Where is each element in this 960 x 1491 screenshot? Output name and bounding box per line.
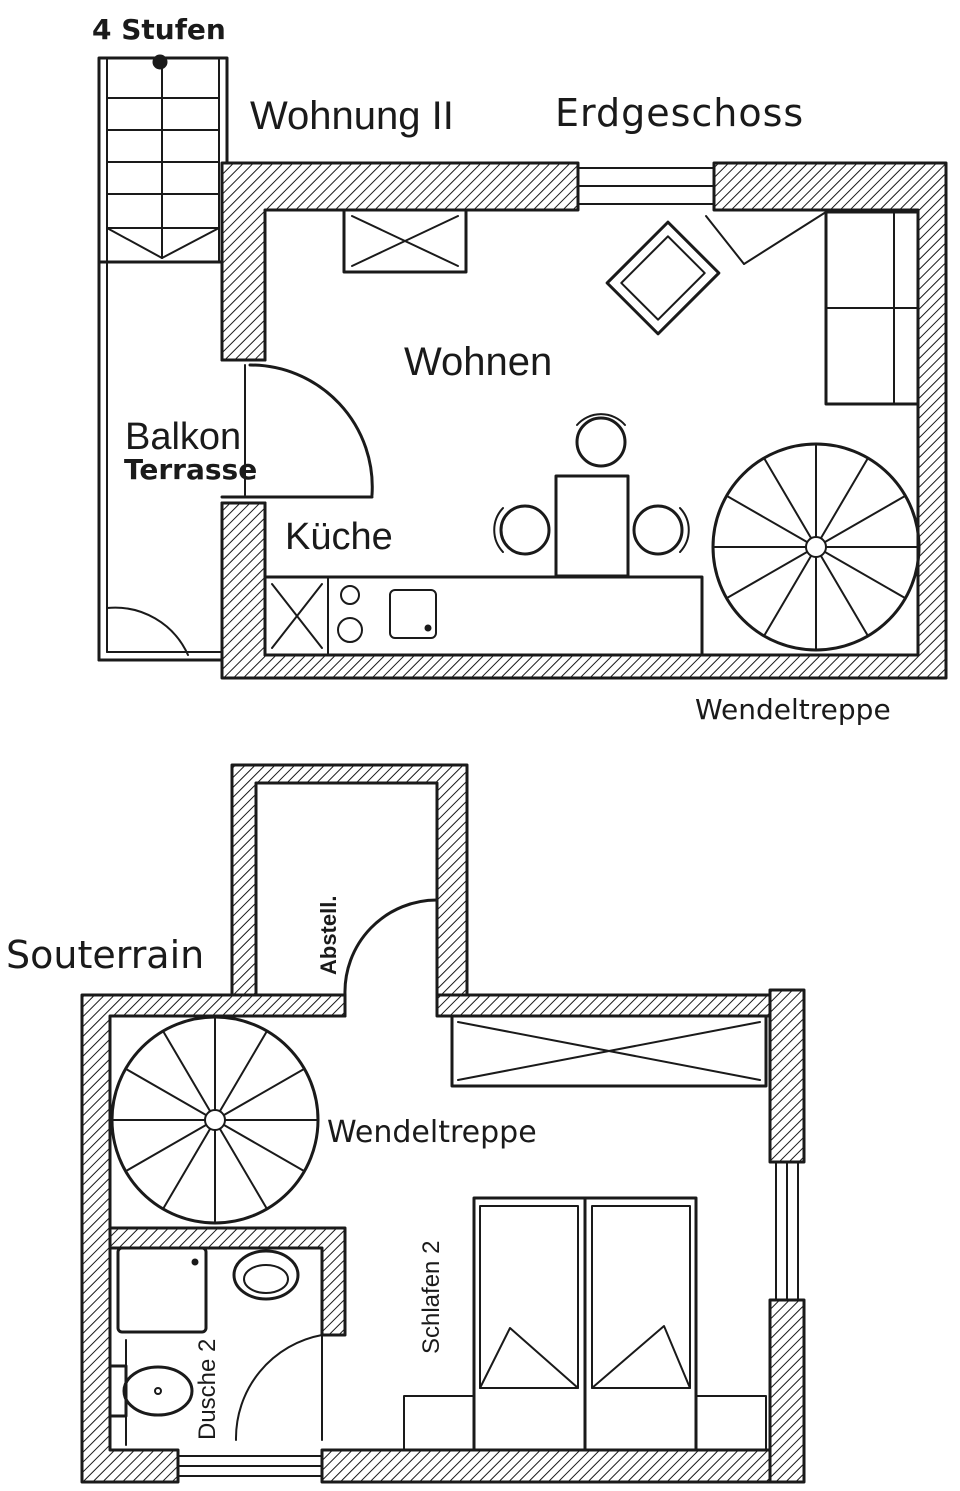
label-4-stufen: 4 Stufen [92,13,226,46]
exterior-stairs [97,54,229,264]
double-bed [403,1196,767,1452]
window-east [775,1161,799,1301]
walls-souterrain [80,763,806,1484]
label-erdgeschoss: Erdgeschoss [555,91,805,135]
window-north [577,167,715,205]
label-wohnung: Wohnung II [250,94,454,138]
label-wendeltreppe-eg: Wendeltreppe [695,693,891,726]
sideboard [342,208,468,274]
door-bathroom [234,1334,323,1441]
label-wohnen: Wohnen [404,340,553,384]
dining-table [493,413,690,578]
label-balkon: Balkon [125,416,242,458]
wardrobe [450,1014,768,1088]
balcony-outline [97,260,224,662]
shower [116,1246,208,1334]
label-abstell: Abstell. [316,895,341,975]
spiral-staircase-erdgeschoss [711,442,921,652]
label-kueche: Küche [285,516,393,558]
walls-erdgeschoss [220,161,948,680]
label-schlafen: Schlafen 2 [418,1240,445,1354]
sofa [824,210,920,406]
door-storage [343,898,439,1018]
label-souterrain: Souterrain [6,933,205,977]
label-terrasse: Terrasse [124,453,258,486]
label-dusche: Dusche 2 [194,1338,221,1440]
window-south [177,1455,323,1477]
label-wendeltreppe-ug: Wendeltreppe [327,1115,537,1150]
spiral-staircase-souterrain [110,1015,320,1225]
washbasin [232,1249,300,1301]
door-balcony [220,358,374,505]
armchair [605,220,721,336]
kitchen-counter [263,575,704,657]
toilet [108,1339,194,1446]
